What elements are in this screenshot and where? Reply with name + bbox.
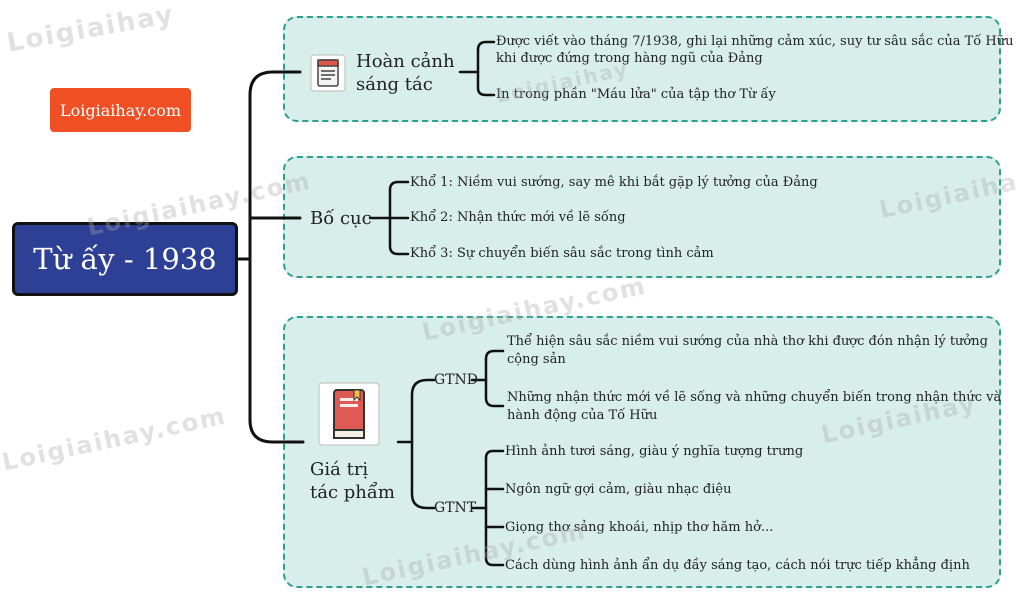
- panel-gia-tri: [283, 316, 1001, 588]
- root-node: Từ ấy - 1938: [12, 222, 238, 296]
- document-icon: [310, 54, 346, 92]
- leaf-gtnt-2: Ngôn ngữ gợi cảm, giàu nhạc điệu: [505, 482, 732, 497]
- topic-gia-tri-line1: Giá trị: [310, 459, 369, 480]
- topic-gia-tri: Giá trị tác phẩm: [310, 458, 395, 504]
- leaf-gtnt-4: Cách dùng hình ảnh ẩn dụ đầy sáng tạo, c…: [505, 558, 970, 573]
- leaf-bo-cuc-3: Khổ 3: Sự chuyển biến sâu sắc trong tình…: [410, 246, 714, 261]
- root-title: Từ ấy - 1938: [33, 242, 217, 276]
- leaf-gtnt-1: Hình ảnh tươi sáng, giàu ý nghĩa tượng t…: [505, 444, 804, 459]
- book-icon: [318, 382, 380, 446]
- leaf-gtnd-1b: cộng sản: [507, 352, 566, 367]
- leaf-gtnd-2: Những nhận thức mới về lẽ sống và những …: [507, 390, 1002, 405]
- leaf-hoan-canh-2: In trong phần "Máu lửa" của tập thơ Từ ấ…: [496, 87, 776, 102]
- leaf-bo-cuc-2: Khổ 2: Nhận thức mới về lẽ sống: [410, 210, 626, 225]
- topic-bo-cuc: Bố cục: [310, 208, 372, 229]
- leaf-gtnd-2b: hành động của Tố Hữu: [507, 408, 658, 423]
- brand-badge[interactable]: Loigiaihay.com: [50, 88, 191, 132]
- sub-gtnd: GTND: [434, 372, 478, 388]
- leaf-hoan-canh-1: Được viết vào tháng 7/1938, ghi lại nhữn…: [496, 34, 1014, 49]
- panel-hoan-canh: [283, 16, 1001, 122]
- topic-hoan-canh-line1: Hoàn cảnh: [356, 51, 455, 72]
- topic-hoan-canh-line2: sáng tác: [356, 74, 433, 95]
- topic-gia-tri-line2: tác phẩm: [310, 482, 395, 503]
- leaf-gtnd-1: Thể hiện sâu sắc niềm vui sướng của nhà …: [507, 334, 988, 349]
- leaf-bo-cuc-1: Khổ 1: Niềm vui sướng, say mê khi bắt gặ…: [410, 175, 818, 190]
- leaf-hoan-canh-1b: khi được đứng trong hàng ngũ của Đảng: [496, 51, 763, 66]
- sub-gtnt: GTNT: [434, 500, 477, 516]
- topic-hoan-canh: Hoàn cảnh sáng tác: [356, 50, 455, 96]
- leaf-gtnt-3: Giọng thơ sảng khoái, nhịp thơ hăm hở...: [505, 520, 774, 535]
- brand-label: Loigiaihay.com: [60, 100, 181, 120]
